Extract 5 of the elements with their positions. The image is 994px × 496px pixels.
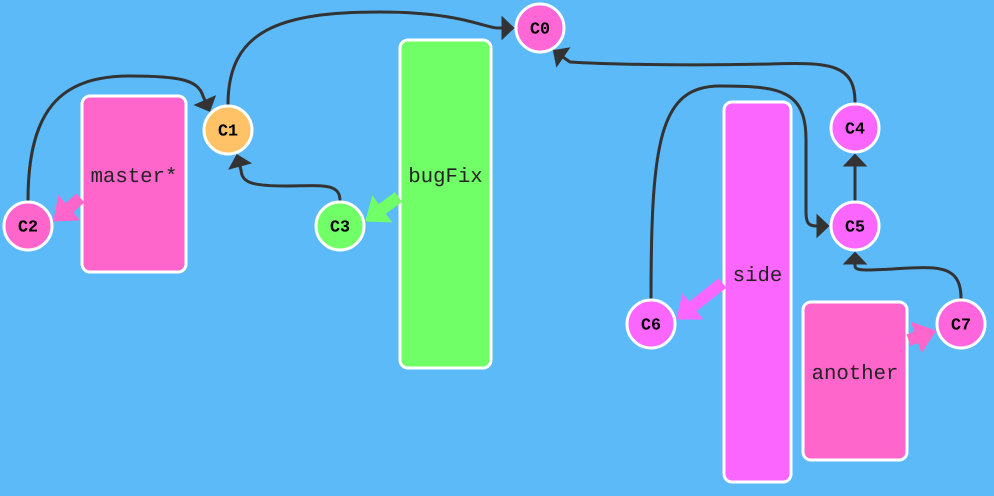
branch-box: side xyxy=(722,100,793,484)
branch-box: another xyxy=(802,300,909,462)
branch-box: bugFix xyxy=(398,38,492,370)
branch-box: master* xyxy=(80,94,188,274)
arrow xyxy=(26,74,216,201)
